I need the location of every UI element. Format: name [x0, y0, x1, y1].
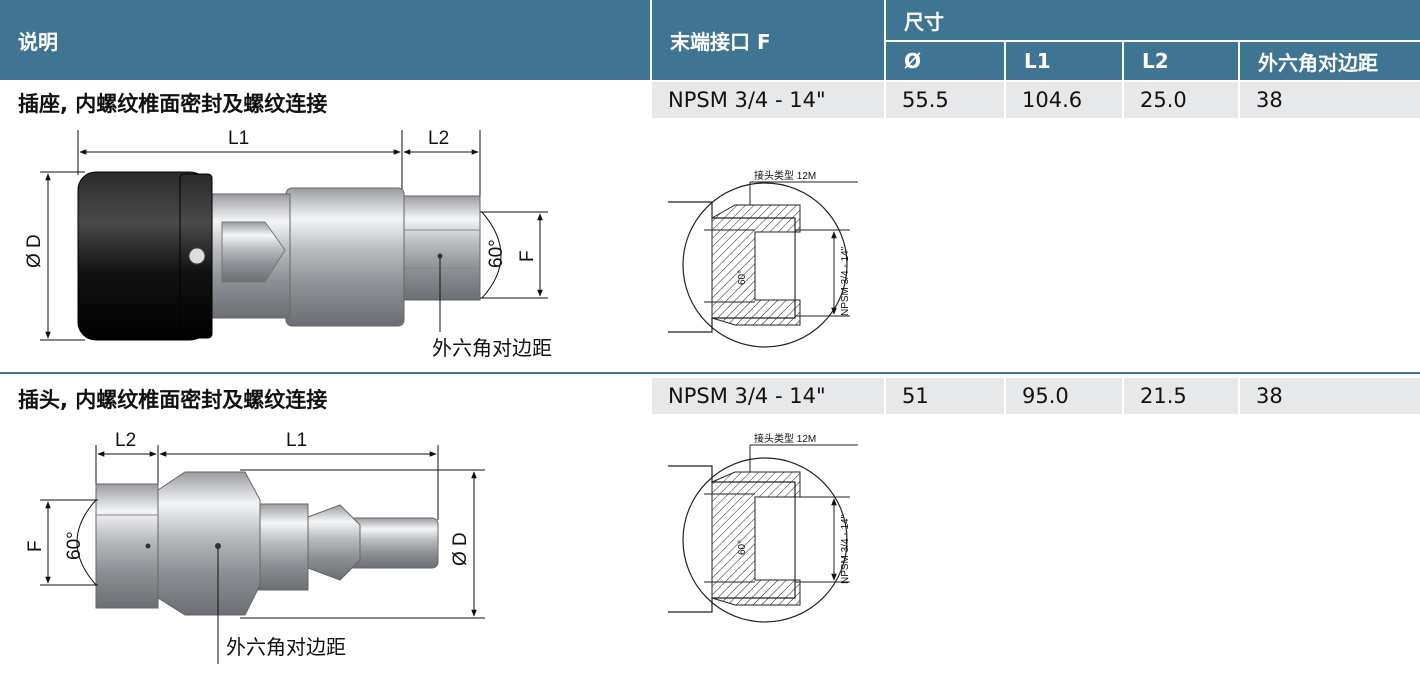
plug-section-drawing: 接头类型 12M NPSM 3/4 - 14" 60° — [668, 432, 858, 623]
plug-l2-label: L2 — [115, 430, 136, 451]
plug-angle-label: 60° — [64, 531, 85, 560]
plug-d-label: Ø D — [450, 532, 471, 566]
header-col-l2: L2 — [1124, 42, 1238, 80]
socket-hex-callout: 外六角对边距 — [432, 337, 552, 360]
row2-title: 插头, 内螺纹椎面密封及螺纹连接 — [18, 388, 328, 412]
socket-f-label: F — [517, 250, 538, 262]
row1-l2: 25.0 — [1124, 82, 1238, 118]
socket-section-drawing: 接头类型 12M NPSM 3/4 - 14" 60° — [668, 169, 858, 348]
socket-l1-label: L1 — [228, 128, 249, 149]
plug-f-label: F — [25, 540, 46, 552]
row2-dia: 51 — [886, 378, 1004, 414]
socket-l2-label: L2 — [428, 128, 449, 149]
row2-hex: 38 — [1240, 378, 1420, 414]
socket-drawing: L1 L2 Ø D F 60° 外六角对边距 — [24, 128, 552, 360]
row1-l1: 104.6 — [1006, 82, 1122, 118]
header-col-hex: 外六角对边距 — [1240, 42, 1420, 80]
row2-l2: 21.5 — [1124, 378, 1238, 414]
plug-hex-callout: 外六角对边距 — [226, 636, 346, 659]
row1-hex: 38 — [1240, 82, 1420, 118]
header-col-dia: Ø — [886, 42, 1004, 80]
plug-drawing: L2 L1 Ø D F 60° 外六角对边距 — [25, 430, 485, 664]
socket-section-thread: NPSM 3/4 - 14" — [840, 246, 851, 316]
plug-section-thread: NPSM 3/4 - 14" — [840, 514, 851, 584]
row1-title: 插座, 内螺纹椎面密封及螺纹连接 — [18, 92, 328, 116]
socket-angle-label: 60° — [486, 239, 507, 268]
row1-dia: 55.5 — [886, 82, 1004, 118]
row1-thread: NPSM 3/4 - 14" — [652, 82, 884, 118]
row-separator — [0, 372, 1420, 374]
plug-connector-type: 接头类型 12M — [754, 432, 816, 445]
socket-d-label: Ø D — [24, 234, 45, 268]
plug-l1-label: L1 — [286, 430, 307, 451]
header-col-l1: L1 — [1006, 42, 1122, 80]
header-end-interface: 末端接口 F — [652, 0, 884, 80]
row2-l1: 95.0 — [1006, 378, 1122, 414]
plug-section-angle: 60° — [737, 540, 748, 555]
header-dimensions: 尺寸 — [886, 0, 1420, 40]
socket-section-angle: 60° — [737, 270, 748, 285]
socket-connector-type: 接头类型 12M — [754, 169, 816, 182]
header-description: 说明 — [0, 0, 650, 80]
row2-thread: NPSM 3/4 - 14" — [652, 378, 884, 414]
